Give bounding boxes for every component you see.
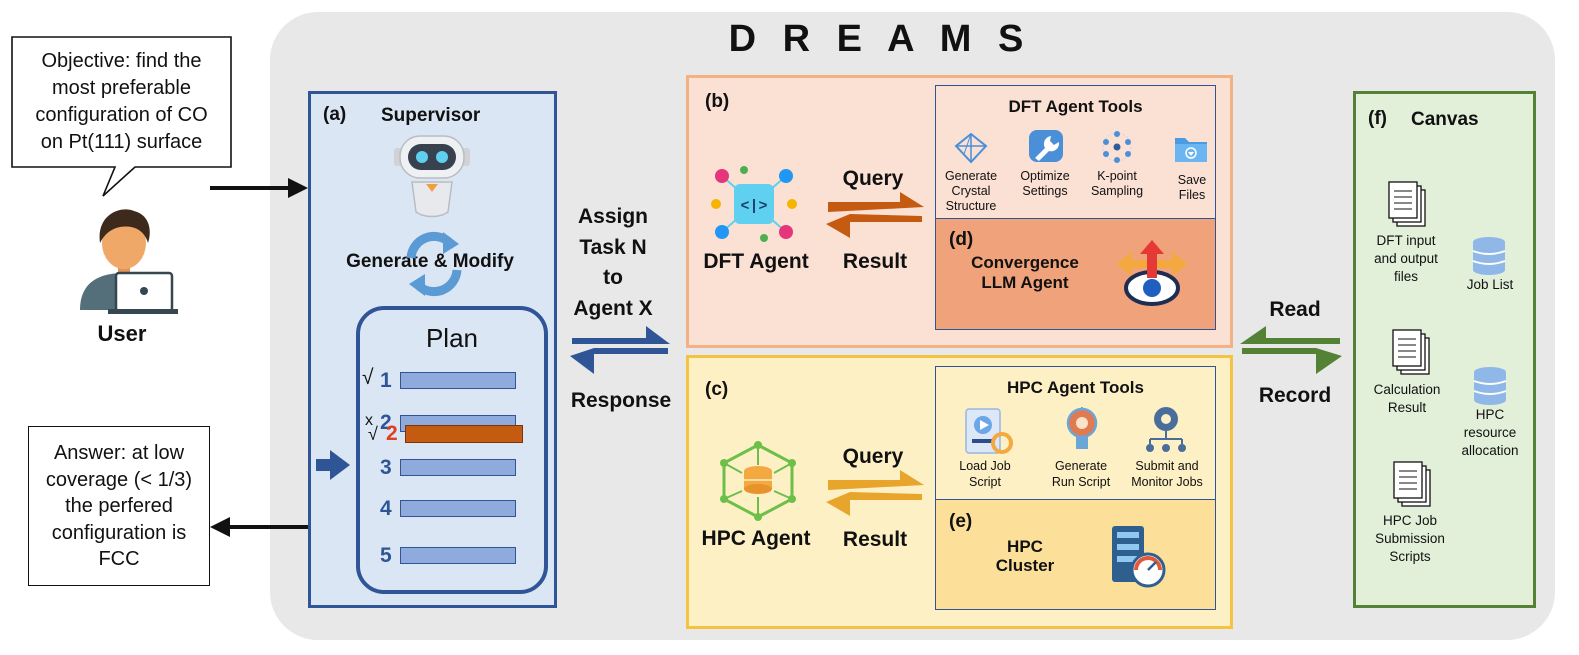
plan-revised-bar bbox=[405, 425, 523, 443]
plan-item-number: 1 bbox=[380, 369, 392, 392]
document-stack-icon bbox=[1392, 329, 1430, 375]
document-stack-icon bbox=[1393, 461, 1431, 507]
dft-query-label: Query bbox=[842, 167, 904, 190]
dft-result-label: Result bbox=[842, 250, 908, 273]
convergence-tag: (d) bbox=[949, 229, 974, 250]
assign-line: Agent X bbox=[573, 296, 653, 320]
assign-line: Assign bbox=[577, 205, 648, 228]
hpc-query-result-arrows bbox=[826, 470, 924, 516]
read-label: Read bbox=[1269, 298, 1321, 321]
hpc-agent-icon bbox=[720, 441, 796, 521]
hpc-tool-label: Generate Run Script bbox=[1051, 459, 1111, 489]
hpc-tool-label: Load Job Script bbox=[959, 459, 1011, 489]
objective-line: Objective: find the bbox=[41, 50, 202, 72]
database-icon bbox=[1472, 237, 1506, 275]
hpc-tool-label: Submit and Monitor Jobs bbox=[1131, 459, 1203, 489]
dft-agent-icon: <|> bbox=[711, 166, 797, 242]
record-label: Record bbox=[1258, 384, 1332, 407]
answer-line: FCC bbox=[98, 548, 140, 570]
hpc-query-label: Query bbox=[842, 445, 904, 468]
plan-item-bar bbox=[400, 372, 516, 389]
refresh-cycle-icon bbox=[406, 231, 462, 297]
plan-item-number: 2 bbox=[380, 411, 392, 434]
plan-revised-check: √ bbox=[368, 424, 378, 444]
canvas-db-label: Job List bbox=[1466, 277, 1514, 292]
assign-label: Assign Task N to Agent X bbox=[553, 202, 673, 324]
canvas-file-label: HPC Job Submission Scripts bbox=[1375, 513, 1445, 564]
current-step-arrow-icon bbox=[316, 450, 350, 480]
plan-item-bar bbox=[400, 500, 516, 517]
answer-arrow bbox=[210, 517, 308, 537]
svg-text:<|>: <|> bbox=[740, 198, 767, 215]
bulb-icon bbox=[1066, 407, 1098, 449]
gear-network-icon bbox=[1146, 407, 1186, 452]
dft-tools-box bbox=[935, 85, 1216, 220]
plan-box bbox=[356, 306, 548, 594]
dreams-title: D R E A M S bbox=[728, 18, 1032, 60]
dft-tool-label: Generate Crystal Structure bbox=[944, 169, 998, 213]
user-label: User bbox=[97, 321, 147, 346]
canvas-panel bbox=[1353, 91, 1536, 608]
hpc-cluster-label: HPC Cluster bbox=[995, 537, 1055, 575]
kpoint-icon bbox=[1102, 131, 1132, 163]
generate-modify-label: Generate & Modify bbox=[346, 251, 514, 272]
hpc-result-label: Result bbox=[842, 528, 908, 551]
load-script-icon bbox=[965, 408, 1013, 454]
convergence-label: Convergence LLM Agent bbox=[971, 253, 1079, 292]
canvas-db-label: HPC resource allocation bbox=[1461, 407, 1519, 458]
answer-line: Answer: at low bbox=[53, 442, 185, 464]
objective-line: configuration of CO bbox=[35, 104, 208, 126]
dft-tool-label: Save Files bbox=[1177, 173, 1207, 202]
robot-icon bbox=[394, 135, 470, 218]
plan-item-number: 5 bbox=[380, 544, 392, 567]
database-icon bbox=[1473, 367, 1507, 405]
dft-tools-title: DFT Agent Tools bbox=[1008, 97, 1143, 116]
plan-revised-number: 2 bbox=[386, 422, 398, 445]
crystal-icon bbox=[954, 132, 988, 164]
plan-title: Plan bbox=[425, 323, 479, 353]
canvas-tag: (f) bbox=[1368, 108, 1387, 129]
plan-x-mark: x bbox=[365, 412, 373, 429]
convergence-eye-icon bbox=[1116, 240, 1188, 306]
hpc-cluster-box bbox=[935, 499, 1216, 610]
server-gauge-icon bbox=[1112, 526, 1166, 588]
user-avatar-icon bbox=[80, 209, 178, 314]
objective-line: most preferable bbox=[52, 77, 191, 99]
objective-line: on Pt(111) surface bbox=[40, 131, 203, 153]
canvas-file-label: Calculation Result bbox=[1373, 382, 1441, 415]
dft-tool-label: Optimize Settings bbox=[1020, 169, 1070, 198]
folder-icon bbox=[1175, 138, 1207, 162]
dft-tag: (b) bbox=[705, 91, 730, 112]
canvas-file-label: DFT input and output files bbox=[1374, 233, 1438, 284]
canvas-title: Canvas bbox=[1411, 109, 1479, 130]
dft-tool-label: K-point Sampling bbox=[1090, 169, 1144, 198]
hpc-agent-label: HPC Agent bbox=[701, 527, 811, 550]
plan-check-mark: √ bbox=[362, 366, 374, 389]
assign-line: to bbox=[603, 266, 623, 289]
answer-line: the perfered bbox=[65, 495, 173, 517]
plan-item-bar bbox=[400, 547, 516, 564]
read-record-arrows bbox=[1240, 326, 1342, 374]
supervisor-title: Supervisor bbox=[381, 105, 481, 126]
objective-bubble bbox=[11, 36, 232, 197]
dft-agent-label: DFT Agent bbox=[703, 250, 809, 273]
answer-line: coverage (< 1/3) bbox=[45, 468, 193, 491]
answer-line: configuration is bbox=[51, 521, 187, 544]
supervisor-tag: (a) bbox=[323, 104, 347, 125]
response-label: Response bbox=[570, 389, 672, 412]
plan-item-number: 4 bbox=[380, 497, 392, 520]
plan-item-bar bbox=[400, 459, 516, 476]
objective-arrow bbox=[210, 178, 308, 198]
assign-response-arrows bbox=[570, 326, 670, 374]
wrench-icon bbox=[1029, 130, 1063, 162]
plan-item-number: 3 bbox=[380, 456, 392, 479]
dft-query-result-arrows bbox=[826, 192, 924, 238]
assign-line: Task N bbox=[579, 235, 647, 259]
hpc-tag: (c) bbox=[705, 379, 729, 400]
hpc-tools-title: HPC Agent Tools bbox=[1007, 378, 1144, 397]
document-stack-icon bbox=[1388, 181, 1426, 227]
hpc-cluster-tag: (e) bbox=[949, 511, 973, 532]
